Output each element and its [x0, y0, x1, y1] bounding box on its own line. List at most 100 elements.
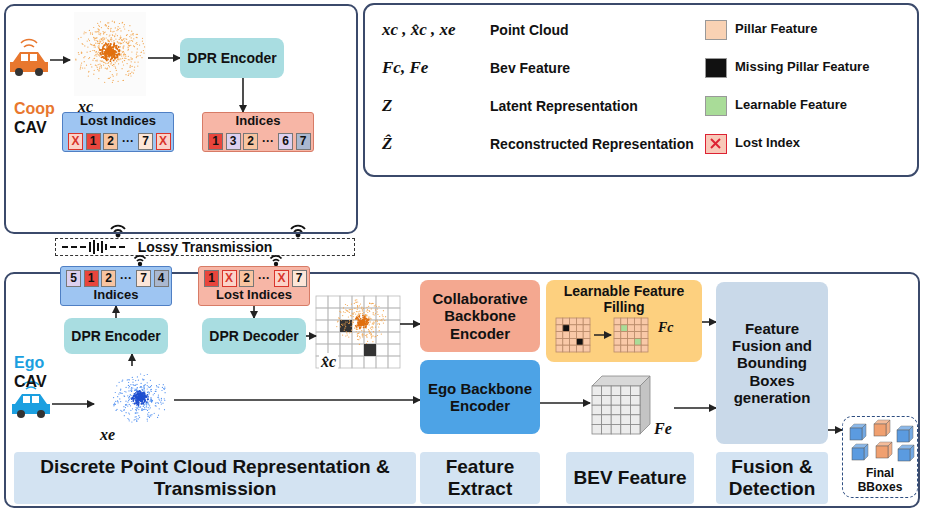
- point: [139, 397, 141, 399]
- point: [88, 76, 89, 77]
- point: [131, 72, 132, 73]
- point: [132, 66, 133, 67]
- point: [109, 51, 111, 53]
- point: [111, 54, 113, 56]
- line-part: [62, 246, 68, 248]
- point: [103, 33, 104, 34]
- point: [118, 58, 119, 59]
- point: [164, 388, 165, 389]
- point: [80, 65, 81, 66]
- point: [107, 67, 108, 68]
- index-cell: 1: [86, 133, 101, 150]
- point: [142, 402, 144, 404]
- point: [356, 316, 358, 318]
- point: [370, 328, 371, 329]
- point: [354, 308, 355, 309]
- point: [127, 46, 128, 47]
- node-label: Feature Extract: [424, 456, 536, 500]
- point: [360, 313, 361, 314]
- point: [137, 387, 138, 388]
- cell-number: 2: [247, 135, 254, 149]
- point: [163, 384, 164, 385]
- point: [358, 314, 359, 315]
- grid-cell: [576, 325, 583, 332]
- grid-cell: [376, 296, 388, 308]
- point: [109, 52, 111, 54]
- point: [128, 382, 129, 383]
- point: [106, 52, 108, 54]
- point: [143, 385, 144, 386]
- point: [144, 407, 145, 408]
- point: [365, 324, 367, 326]
- grid-cell: [611, 415, 621, 425]
- pillar-grid-missing: [556, 318, 590, 352]
- point: [362, 322, 364, 324]
- point: [369, 303, 370, 304]
- grid-cell: [621, 345, 628, 352]
- point: [139, 397, 141, 399]
- point: [128, 56, 129, 57]
- point: [125, 38, 126, 39]
- point: [113, 76, 114, 77]
- point: [135, 385, 136, 386]
- point: [124, 415, 125, 416]
- point: [102, 40, 103, 41]
- point: [140, 397, 142, 399]
- point: [375, 304, 376, 305]
- point: [93, 37, 94, 38]
- point: [117, 56, 119, 58]
- point: [361, 323, 363, 325]
- point: [357, 301, 358, 302]
- point: [355, 302, 356, 303]
- point: [109, 52, 111, 54]
- point: [108, 45, 110, 47]
- connector-arrow: [702, 321, 716, 323]
- point: [118, 50, 120, 52]
- point: [133, 33, 134, 34]
- point: [366, 321, 368, 323]
- point: [376, 306, 377, 307]
- point: [103, 42, 104, 43]
- point: [139, 397, 141, 399]
- point: [81, 63, 82, 64]
- point: [99, 64, 100, 65]
- point: [360, 303, 361, 304]
- node-label: Indices: [61, 288, 171, 303]
- point: [159, 408, 160, 409]
- point: [123, 80, 124, 81]
- point: [137, 44, 138, 45]
- point: [88, 71, 89, 72]
- point: [106, 68, 107, 69]
- point: [108, 53, 110, 55]
- point: [361, 324, 363, 326]
- legend-label: Learnable Feature: [735, 97, 847, 112]
- point: [118, 50, 120, 52]
- point: [118, 63, 119, 64]
- node-label: DPR Encoder: [187, 50, 276, 66]
- point: [134, 390, 135, 391]
- point: [158, 395, 159, 396]
- point: [357, 306, 358, 307]
- point: [139, 397, 141, 399]
- point: [114, 57, 116, 59]
- point: [139, 397, 141, 399]
- point: [337, 321, 338, 322]
- point: [104, 82, 105, 83]
- point: [379, 316, 380, 317]
- point: [110, 54, 112, 56]
- point: [356, 328, 357, 329]
- point: [119, 28, 120, 29]
- point: [129, 25, 130, 26]
- point: [112, 21, 113, 22]
- point: [371, 334, 372, 335]
- point: [347, 305, 348, 306]
- cell-number: 1: [90, 135, 97, 149]
- point: [365, 318, 367, 320]
- point: [119, 398, 120, 399]
- point: [95, 60, 96, 61]
- point-cloud: x̂c: [316, 296, 400, 376]
- point: [136, 56, 137, 57]
- point: [118, 81, 119, 82]
- point: [136, 403, 138, 405]
- point: [106, 25, 107, 26]
